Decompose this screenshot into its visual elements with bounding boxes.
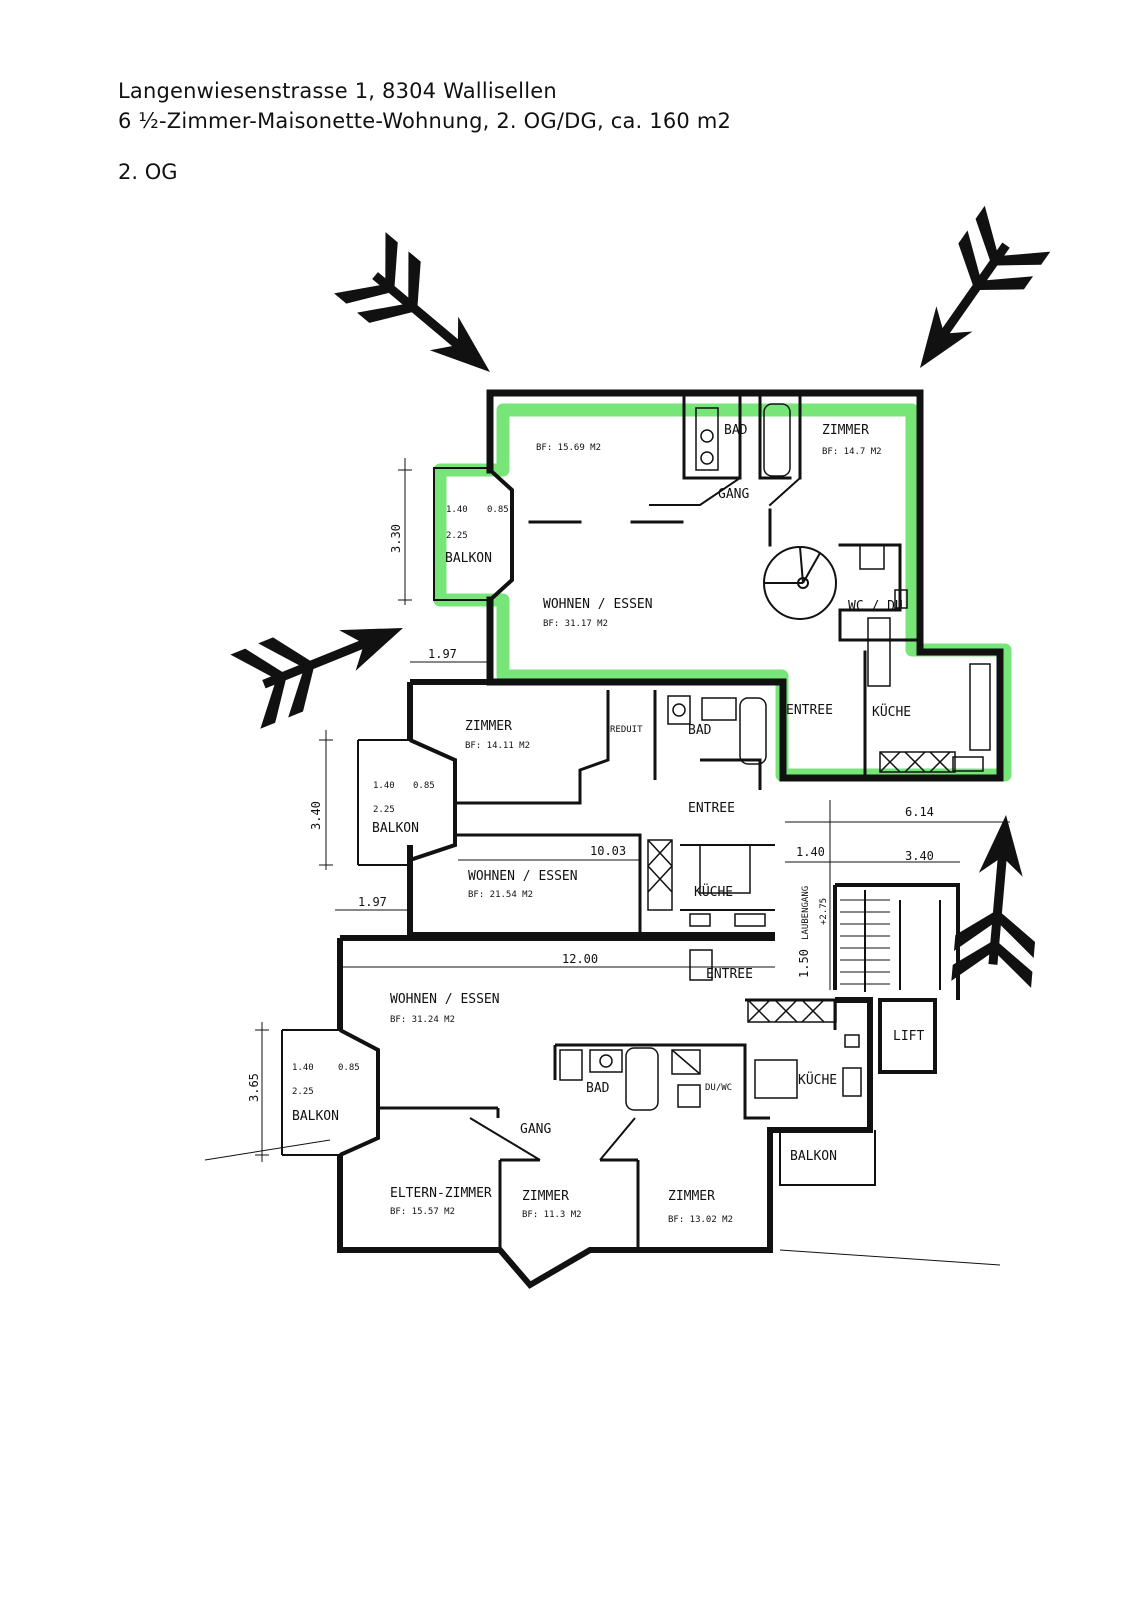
dim-a: 1.40 [446,505,468,515]
low-corridor-label: GANG [520,1122,551,1137]
room-label: ZIMMER [822,423,869,438]
mid-dim-offset: 1.97 [358,895,387,909]
living-area: BF: 31.17 M2 [543,619,608,629]
dim-depth: 3.30 [389,524,403,553]
mid-living-label: WOHNEN / ESSEN [468,869,578,884]
low-entry-label: ENTREE [706,967,753,982]
address-line: Langenwiesenstrasse 1, 8304 Wallisellen [118,79,557,103]
kitchen-label: KÜCHE [872,703,911,720]
low-room-mid-area: BF: 11.3 M2 [522,1210,582,1220]
entry-label: ENTREE [786,703,833,718]
low-dim-b: 0.85 [338,1063,360,1073]
low-room-mid-label: ZIMMER [522,1189,569,1204]
parents-room-area: BF: 15.57 M2 [390,1207,455,1217]
mid-dim-right2: 3.40 [905,849,934,863]
arrow-bottom-right-icon [951,812,1046,988]
low-balcony-left-label: BALKON [292,1109,339,1124]
unit-mid-dimension-lines [319,730,1010,990]
low-bath-label: BAD [586,1081,610,1096]
low-dim-depth: 3.65 [247,1073,261,1102]
wc-label: WC / DU [848,599,903,614]
low-kitchen-label: KÜCHE [798,1071,837,1088]
spiral-stair [763,546,837,620]
low-shower-label: DU/WC [705,1083,732,1093]
arrow-top-left-icon [334,232,516,403]
unit-top-dimension-lines [398,458,490,663]
mid-entry-label: ENTREE [688,801,735,816]
dim-offset: 1.97 [428,647,457,661]
low-width-label: 12.00 [562,952,598,966]
mid-dim-b: 0.85 [413,781,435,791]
mid-dim-corr-w: 1.40 [796,845,825,859]
bath-label: BAD [724,423,748,438]
mid-dim-corr-v: 1.50 [797,949,811,978]
mid-dim-corr-h: +2.75 [819,898,829,925]
mid-bath-label: BAD [688,723,712,738]
corridor-vertical-label: LAUBENGANG [801,886,811,940]
storage-label: REDUIT [610,725,643,735]
apartment-highlight [433,403,1012,782]
mid-dim-depth: 3.40 [309,801,323,830]
room-area: BF: 14.7 M2 [822,447,882,457]
low-living-area: BF: 31.24 M2 [390,1015,455,1025]
stair-core [833,883,960,1074]
living-label: WOHNEN / ESSEN [543,597,653,612]
dim-b: 0.85 [487,505,509,515]
mid-room-area: BF: 14.11 M2 [465,741,530,751]
unit-low-dimension-lines [255,966,775,1162]
corridor-label: GANG [718,487,749,502]
mid-dim-right: 6.14 [905,805,934,819]
low-living-label: WOHNEN / ESSEN [390,992,500,1007]
low-balcony-right-label: BALKON [790,1149,837,1164]
mid-kitchen-label: KÜCHE [694,883,733,900]
description-line: 6 ½-Zimmer-Maisonette-Wohnung, 2. OG/DG,… [118,109,732,133]
low-room-right-label: ZIMMER [668,1189,715,1204]
low-room-right-area: BF: 13.02 M2 [668,1215,733,1225]
arrow-top-right-icon [887,206,1050,391]
parents-room-label: ELTERN-ZIMMER [390,1186,492,1201]
mid-living-area: BF: 21.54 M2 [468,890,533,900]
floor-label: 2. OG [118,160,178,184]
dim-c: 2.25 [446,531,468,541]
mid-dim-width: 10.03 [590,844,626,858]
document-header: Langenwiesenstrasse 1, 8304 Wallisellen … [118,76,731,184]
unit-top-fixtures [695,403,991,773]
low-dim-a: 1.40 [292,1063,314,1073]
mid-room-label: ZIMMER [465,719,512,734]
mid-dim-a: 1.40 [373,781,395,791]
unit-low-fixtures [559,949,862,1111]
arrow-left-icon [230,591,418,729]
unit-mid-fixtures [647,695,767,927]
balcony-label: BALKON [445,551,492,566]
unit-low-walls [204,935,1001,1289]
low-dim-c: 2.25 [292,1087,314,1097]
mid-balcony-label: BALKON [372,821,419,836]
lift-label: LIFT [893,1029,924,1044]
mid-dim-c: 2.25 [373,805,395,815]
room-a-area: BF: 15.69 M2 [536,443,601,453]
